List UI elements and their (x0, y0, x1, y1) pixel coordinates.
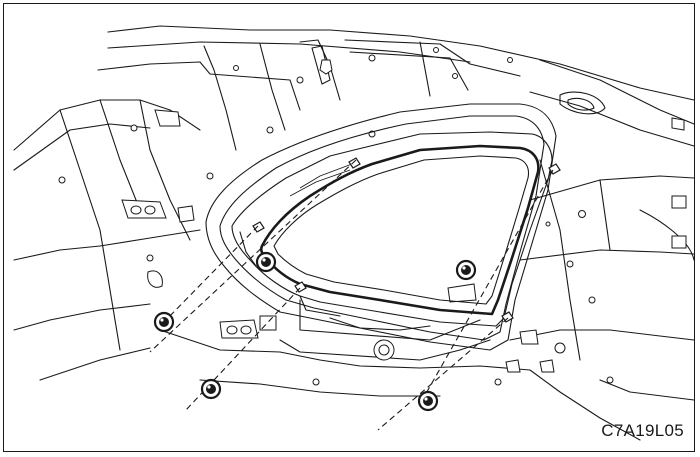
panel-holes (58, 47, 687, 386)
body-panel-lines (13, 25, 695, 441)
window-panel-assembly (205, 103, 557, 351)
nut-fastener (255, 251, 277, 273)
nut-fastener (200, 378, 222, 400)
nut-fastener (417, 390, 439, 412)
nut-fastener (153, 311, 175, 333)
alignment-lines (149, 159, 554, 431)
figure-code-label: C7A19L05 (601, 421, 684, 440)
mounting-studs (252, 157, 561, 323)
diagram-border (3, 3, 695, 452)
nut-fastener (455, 259, 477, 281)
